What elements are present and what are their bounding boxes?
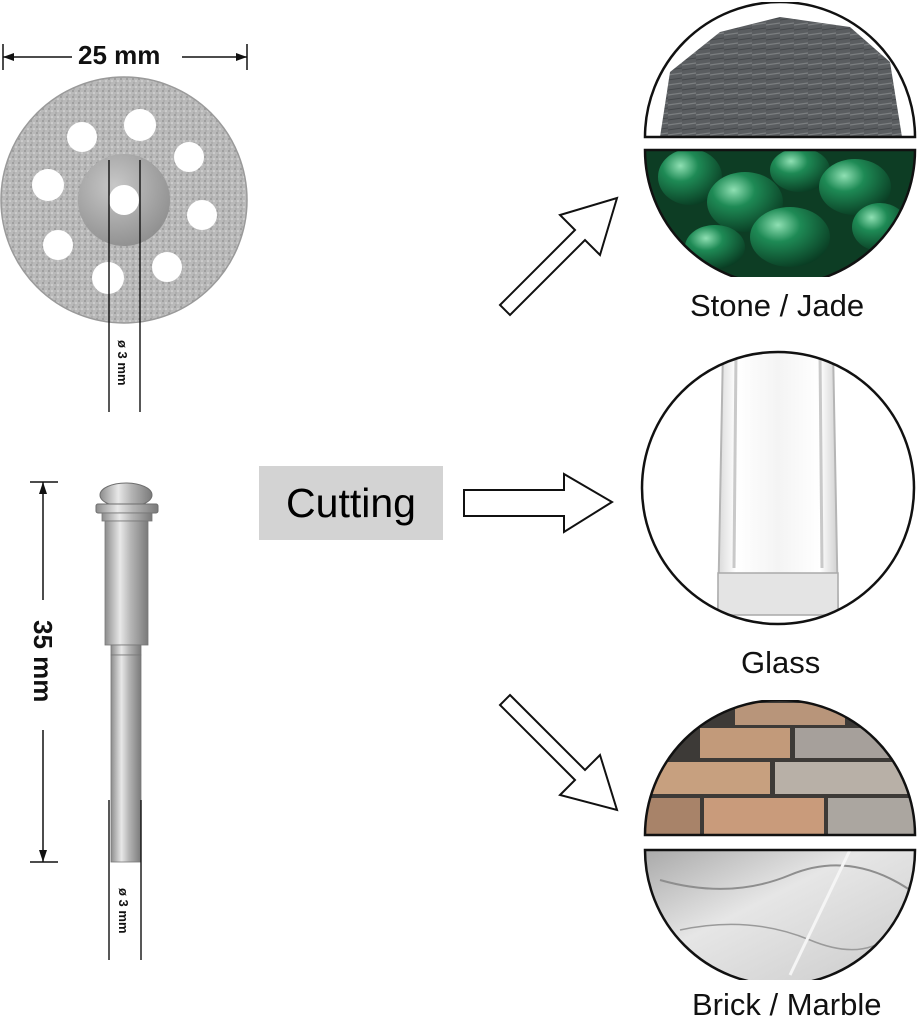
- disc-dimension-group: 25 mm ø 3 mm: [0, 0, 260, 430]
- brick-marble-illustration: [643, 700, 917, 980]
- arrow-up-right-icon: [498, 196, 619, 317]
- stone-half-outline: [643, 2, 917, 139]
- mandrel-screw-head: [99, 482, 153, 508]
- mandrel-shank-label: ø 3 mm: [116, 888, 131, 934]
- disc-holes: [32, 109, 217, 294]
- mandrel-length-label: 35 mm: [28, 620, 58, 703]
- mandrel-drawing: [28, 481, 159, 960]
- marble-half-outline: [643, 848, 917, 980]
- disc-drawing: [0, 42, 248, 412]
- mandrel-dimension-group: 35 mm ø 3 mm: [0, 470, 200, 970]
- arrow-down-right-icon: [498, 693, 619, 812]
- mandrel-body: [104, 520, 149, 646]
- glass-illustration: [640, 350, 916, 626]
- cutting-label: Cutting: [286, 479, 416, 526]
- cutting-label-box: Cutting: [259, 466, 443, 540]
- arrow-right-icon: [463, 472, 614, 534]
- stone-jade-illustration: [643, 2, 917, 277]
- disc-bore-label: ø 3 mm: [115, 340, 130, 386]
- disc-diameter-label: 25 mm: [78, 40, 161, 70]
- brick-marble-label: Brick / Marble: [692, 987, 882, 1022]
- glass-circle-outline: [640, 350, 916, 626]
- jade-half-outline: [643, 148, 917, 277]
- mandrel-shank: [110, 654, 142, 863]
- glass-label: Glass: [741, 645, 821, 680]
- stone-jade-label: Stone / Jade: [690, 288, 865, 323]
- brick-half-outline: [643, 700, 917, 837]
